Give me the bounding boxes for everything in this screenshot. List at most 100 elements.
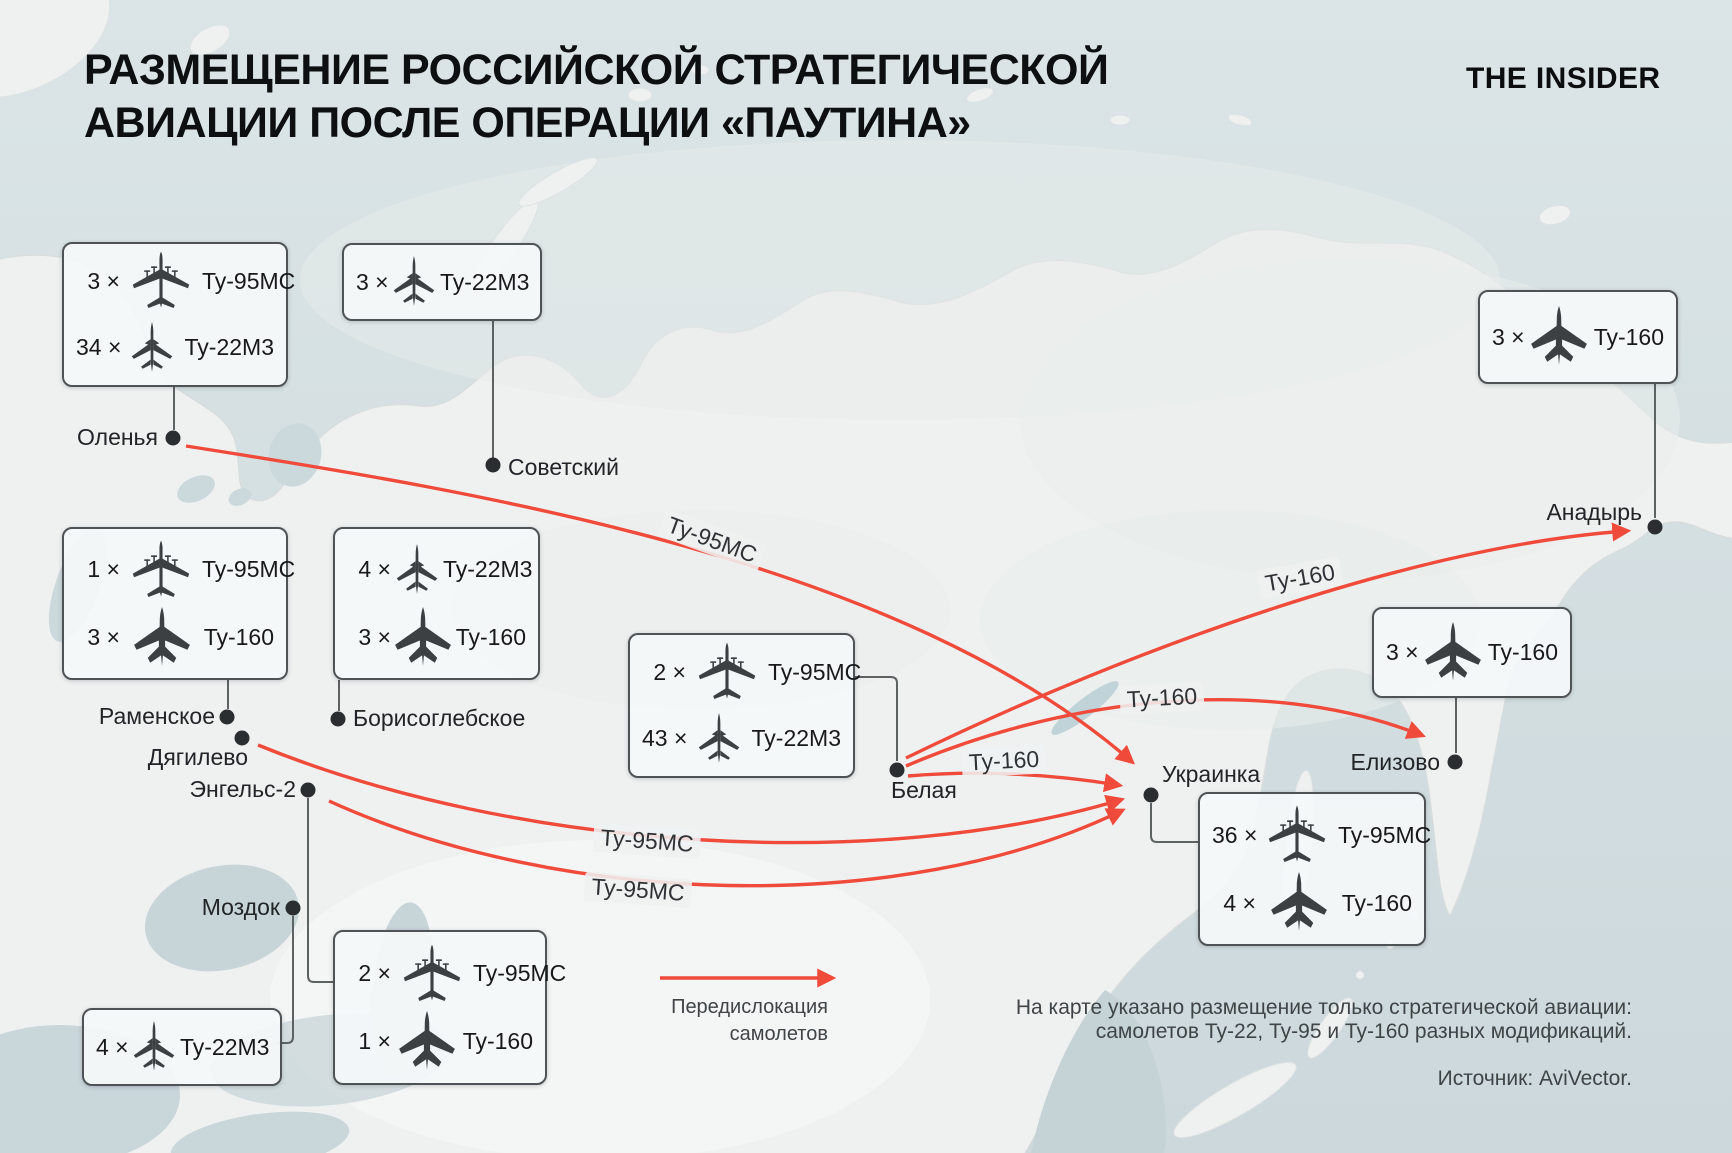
fleet-row: 36 × Ту-95МС [1212, 801, 1431, 869]
callout-anadyr: 3 × Ту-160 [1478, 290, 1678, 384]
aircraft-type: Ту-160 [1487, 639, 1558, 665]
callout-connectors [173, 320, 1656, 1044]
tu22-icon [120, 320, 185, 376]
arrow-label-tu160-yelizovo: Ту-160 [1119, 681, 1205, 715]
aircraft-count: 4 × [96, 1033, 129, 1060]
title-line-1: РАЗМЕЩЕНИЕ РОССИЙСКОЙ СТРАТЕГИЧЕСКОЙ [84, 46, 1109, 94]
arrow-label-tu160-ukrainka: Ту-160 [961, 744, 1047, 778]
arrow-belaya-anadyr [905, 522, 1632, 760]
aircraft-count: 43 × [642, 725, 688, 752]
aircraft-type: Ту-95МС [202, 556, 296, 582]
footnote-line-2: самолетов Ту-22, Ту-95 и Ту-160 разных м… [1095, 1020, 1632, 1043]
footnote-line-1: На карте указано размещение только страт… [1015, 996, 1632, 1019]
aircraft-type: Ту-160 [1593, 323, 1664, 350]
fleet-row: 1 × Ту-95МС [76, 536, 295, 604]
aircraft-type: Ту-95МС [768, 658, 862, 685]
fleet-row: 3 × Ту-160 [1492, 299, 1664, 375]
callout-ramenskoye: 1 × Ту-95МС 3 × Ту-160 [62, 527, 295, 680]
page-title: РАЗМЕЩЕНИЕ РОССИЙСКОЙ СТРАТЕГИЧЕСКОЙ АВИ… [84, 44, 1109, 150]
tu160-icon [391, 1011, 463, 1073]
dot-olenya [165, 430, 181, 446]
the-insider-logo: THE INSIDER [1466, 62, 1661, 95]
map-footnote: На карте указано размещение только страт… [1016, 996, 1632, 1044]
aircraft-type: Ту-22М3 [180, 1033, 270, 1060]
aircraft-type: Ту-22М3 [440, 268, 530, 295]
aircraft-type: Ту-95МС [202, 267, 296, 294]
aircraft-type: Ту-160 [1341, 889, 1412, 916]
city-label-belaya: Белая [891, 777, 957, 803]
tu160-icon [120, 607, 204, 669]
aircraft-count: 1 × [87, 556, 120, 582]
aircraft-count: 2 × [653, 658, 686, 685]
tu160-icon [391, 607, 456, 669]
aircraft-count: 3 × [1492, 323, 1525, 350]
legend-line-1: Передислокация [671, 996, 828, 1018]
aircraft-type: Ту-95МС [1338, 821, 1432, 848]
aircraft-count: 3 × [87, 624, 120, 650]
fleet-row: 3 × Ту-95МС [76, 248, 295, 315]
fleet-row: 1 × Ту-160 [347, 1008, 533, 1076]
arrow-engels-ukrainka [328, 799, 1126, 888]
aircraft-count: 3 × [358, 624, 391, 650]
tu160-icon [1524, 306, 1593, 368]
dot-engels [300, 782, 316, 798]
tu95-icon [686, 642, 768, 702]
callout-mozdok: 4 × Ту-22М3 [82, 1008, 282, 1086]
dot-sovetsky [485, 457, 501, 473]
callout-engels: 2 × Ту-95МС 1 × Ту-160 [333, 930, 566, 1085]
tu22-icon [391, 542, 443, 598]
dot-anadyr [1647, 519, 1663, 535]
tu95-icon [391, 944, 473, 1004]
aircraft-count: 1 × [358, 1028, 391, 1054]
fleet-row: 3 × Ту-22М3 [356, 251, 530, 313]
callout-ukrainka: 36 × Ту-95МС 4 × Ту-160 [1198, 792, 1431, 946]
aircraft-type: Ту-22М3 [443, 556, 533, 582]
tu160-icon [1418, 622, 1487, 684]
fleet-row: 3 × Ту-160 [1386, 616, 1558, 690]
tu22-icon [128, 1019, 180, 1075]
dot-mozdok [285, 900, 301, 916]
aircraft-count: 34 × [76, 334, 122, 361]
dot-ukrainka [1143, 787, 1159, 803]
city-label-sovetsky: Советский [508, 454, 619, 480]
city-label-ramenskoye: Раменское [98, 703, 215, 729]
arrow-olenya-ukrainka [185, 444, 1135, 765]
fleet-row: 2 × Ту-95МС [347, 940, 566, 1008]
fleet-row: 4 × Ту-22М3 [96, 1016, 270, 1078]
base-dots [165, 430, 1663, 916]
callout-belaya: 2 × Ту-95МС 43 × Ту-22М3 [628, 633, 861, 778]
fleet-row: 43 × Ту-22М3 [642, 706, 841, 773]
tu95-icon [120, 540, 202, 600]
aircraft-count: 4 × [358, 556, 391, 582]
aircraft-count: 2 × [358, 960, 391, 986]
fleet-row: 2 × Ту-95МС [642, 639, 861, 706]
aircraft-type: Ту-22М3 [751, 725, 841, 752]
city-label-ukrainka: Украинка [1162, 761, 1261, 787]
fleet-row: 34 × Ту-22М3 [76, 315, 274, 382]
callout-yelizovo: 3 × Ту-160 [1372, 607, 1572, 698]
legend-line-2: самолетов [729, 1023, 828, 1045]
aircraft-type: Ту-160 [203, 624, 274, 650]
tu22-icon [686, 711, 752, 767]
aircraft-type: Ту-160 [462, 1028, 533, 1054]
aircraft-type: Ту-160 [455, 624, 526, 650]
aircraft-type: Ту-22М3 [184, 334, 274, 361]
title-line-2: АВИАЦИИ ПОСЛЕ ОПЕРАЦИИ «ПАУТИНА» [84, 99, 971, 147]
city-label-engels: Энгельс-2 [189, 776, 297, 802]
aircraft-count: 3 × [87, 267, 120, 294]
city-label-dyagilevo: Дягилево [147, 744, 248, 770]
aircraft-type: Ту-95МС [473, 960, 567, 986]
aircraft-count: 4 × [1223, 889, 1256, 916]
city-label-yelizovo: Елизово [1350, 749, 1440, 775]
aircraft-count: 3 × [1386, 639, 1419, 665]
tu22-icon [388, 254, 440, 310]
dot-yelizovo [1447, 754, 1463, 770]
landmass [0, 140, 1732, 1153]
callout-sovetsky: 3 × Ту-22М3 [342, 243, 542, 321]
city-label-anadyr: Анадырь [1546, 499, 1642, 525]
fleet-row: 4 × Ту-160 [1212, 869, 1412, 937]
city-label-mozdok: Моздок [201, 894, 280, 920]
dot-ramenskoye [219, 709, 235, 725]
